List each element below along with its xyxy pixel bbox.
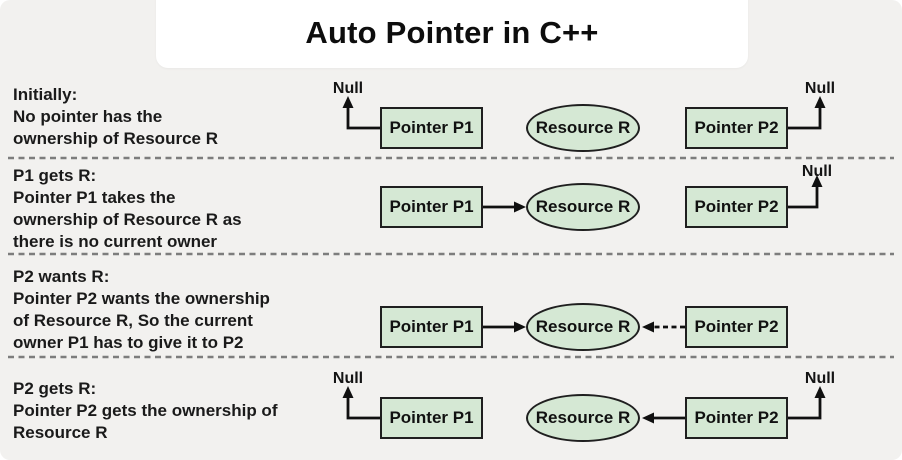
page-title: Auto Pointer in C++ [305,15,599,50]
caption-line: P2 wants R: [13,267,110,286]
pointer-p1-node: Pointer P1 [380,107,483,149]
caption-line: No pointer has the [13,107,163,126]
null-label: Null [804,370,836,387]
caption-line: Pointer P2 wants the ownership [13,289,270,308]
caption-line: Resource R [13,423,108,442]
pointer-p2-node: Pointer P2 [685,186,788,228]
caption-line: ownership of Resource R as [13,210,242,229]
row4-caption: P2 gets R: Pointer P2 gets the ownership… [13,378,277,444]
resource-node: Resource R [526,183,640,231]
pointer-p2-node: Pointer P2 [685,397,788,439]
caption-line: Pointer P2 gets the ownership of [13,401,278,420]
pointer-p1-node: Pointer P1 [380,306,483,348]
row2-arrow-p2-to-null [788,175,823,209]
row1-arrow-p2-to-null [788,96,826,130]
row1-caption: Initially: No pointer has the ownership … [13,84,218,150]
caption-line: there is no current owner [13,232,218,251]
row4-arrow-p2-to-null [788,386,826,420]
caption-line: of Resource R, So the current [13,311,253,330]
resource-node: Resource R [526,394,640,442]
null-label: Null [804,80,836,97]
title-card: Auto Pointer in C++ [156,0,748,68]
caption-line: Pointer P1 takes the [13,188,176,207]
pointer-p1-node: Pointer P1 [380,186,483,228]
caption-line: ownership of Resource R [13,129,218,148]
row3-caption: P2 wants R: Pointer P2 wants the ownersh… [13,266,270,354]
caption-line: Initially: [13,85,78,104]
resource-node: Resource R [526,104,640,152]
pointer-p1-node: Pointer P1 [380,397,483,439]
null-label: Null [332,80,364,97]
row1-arrow-p1-to-null [342,96,380,130]
null-label: Null [801,163,833,180]
row4-arrow-p1-to-null [342,386,380,420]
caption-line: P1 gets R: [13,166,97,185]
pointer-p2-node: Pointer P2 [685,107,788,149]
caption-line: owner P1 has to give it to P2 [13,333,244,352]
null-label: Null [332,370,364,387]
caption-line: P2 gets R: [13,379,97,398]
row2-caption: P1 gets R: Pointer P1 takes the ownershi… [13,165,242,253]
pointer-p2-node: Pointer P2 [685,306,788,348]
resource-node: Resource R [526,303,640,351]
